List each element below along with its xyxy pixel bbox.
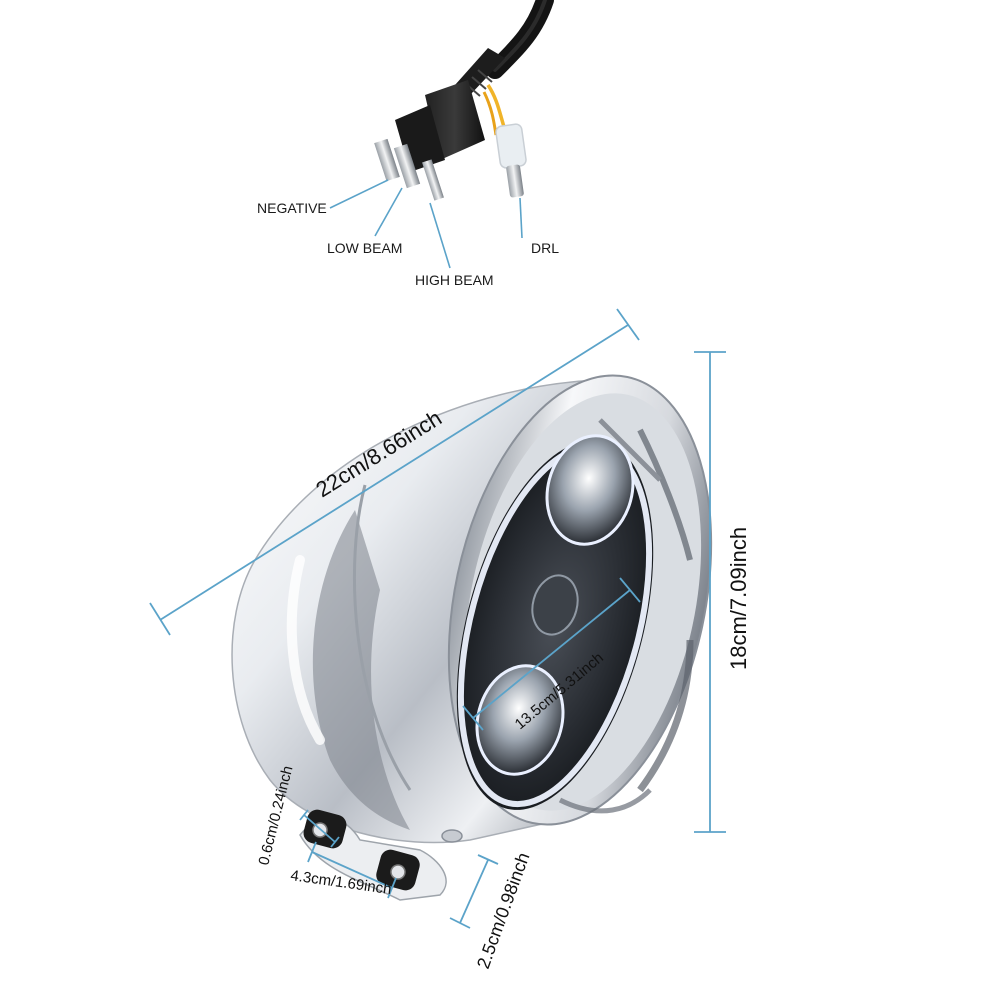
hole-dim-line xyxy=(303,814,336,843)
drl-pin xyxy=(506,164,524,198)
lower-projector xyxy=(475,664,565,776)
h4-plug-body xyxy=(425,80,485,160)
dimension-lines xyxy=(149,308,726,929)
high-beam-pin xyxy=(422,159,444,201)
drl-connector xyxy=(495,123,527,169)
drl-label: DRL xyxy=(531,240,559,256)
hole-dimension-text: 0.6cm/0.24inch xyxy=(255,764,296,867)
high-beam-label: HIGH BEAM xyxy=(415,272,494,288)
upper-projector xyxy=(545,434,635,546)
bracket-dim-line xyxy=(459,859,489,924)
mount-hole-right xyxy=(390,864,406,880)
center-led xyxy=(531,574,579,636)
low-beam-label: LOW BEAM xyxy=(327,240,402,256)
height-dimension-text: 18cm/7.09inch xyxy=(726,527,751,670)
lens-dim-line xyxy=(472,589,631,719)
negative-label: NEGATIVE xyxy=(257,200,327,216)
wiring-callouts xyxy=(329,179,523,269)
length-dim-line xyxy=(159,324,629,621)
bracket-dimension-text: 2.5cm/0.98inch xyxy=(473,850,534,972)
wiring-connector xyxy=(374,0,554,201)
headlight-housing xyxy=(231,374,713,844)
rim-screw xyxy=(441,829,463,843)
low-beam-pin xyxy=(393,143,421,189)
spacing-dim-line xyxy=(311,851,393,889)
negative-pin xyxy=(374,138,400,182)
